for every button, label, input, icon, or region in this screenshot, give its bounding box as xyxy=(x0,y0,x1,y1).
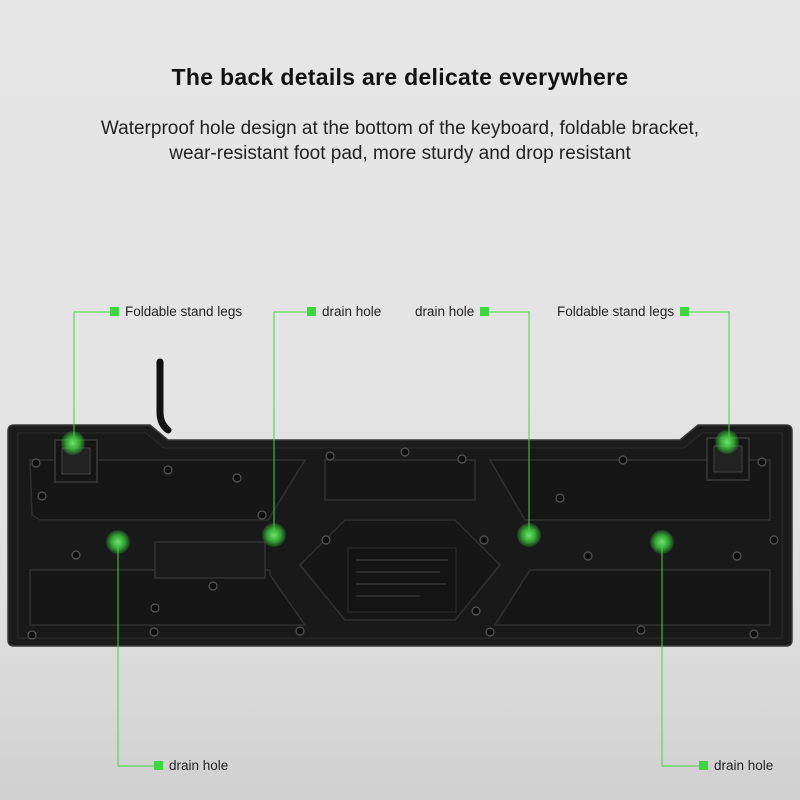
callout-label: drain hole xyxy=(714,758,774,773)
callout-label: drain hole xyxy=(169,758,229,773)
callout-label: drain hole xyxy=(322,304,382,319)
label-sticker xyxy=(347,547,457,613)
callout-marker-icon xyxy=(680,307,690,316)
keyboard-cable xyxy=(156,358,172,434)
callout-label: drain hole xyxy=(415,304,475,319)
page-subtitle: Waterproof hole design at the bottom of … xyxy=(0,116,800,166)
cable-pocket xyxy=(154,541,266,579)
callout-drain-hole-top-1: drain hole xyxy=(307,304,381,319)
subtitle-line-2: wear-resistant foot pad, more sturdy and… xyxy=(169,143,631,164)
panel-bottom-right xyxy=(493,569,771,626)
callout-marker-icon xyxy=(110,307,119,316)
callout-label: Foldable stand legs xyxy=(125,304,243,319)
panel-top-right xyxy=(488,459,771,521)
marker-stand-right xyxy=(715,430,739,454)
marker-stand-left xyxy=(61,431,85,455)
callout-drain-hole-bottom-2: drain hole xyxy=(699,758,773,773)
callout-marker-icon xyxy=(154,761,163,770)
callout-stand-legs-left: Foldable stand legs xyxy=(110,304,242,319)
callout-label: Foldable stand legs xyxy=(557,304,675,319)
page-title: The back details are delicate everywhere xyxy=(171,64,629,90)
screws xyxy=(27,447,779,640)
callout-marker-icon xyxy=(480,307,490,316)
callout-drain-hole-bottom-1: drain hole xyxy=(154,758,228,773)
callout-marker-icon xyxy=(699,761,708,770)
subtitle-line-1: Waterproof hole design at the bottom of … xyxy=(100,118,700,139)
leader-lines xyxy=(73,311,730,767)
callout-drain-hole-top-2: drain hole xyxy=(415,304,490,319)
floor-surface xyxy=(0,648,800,800)
callout-marker-icon xyxy=(307,307,316,316)
panel-center-top xyxy=(324,459,476,501)
callout-stand-legs-right: Foldable stand legs xyxy=(557,304,690,319)
